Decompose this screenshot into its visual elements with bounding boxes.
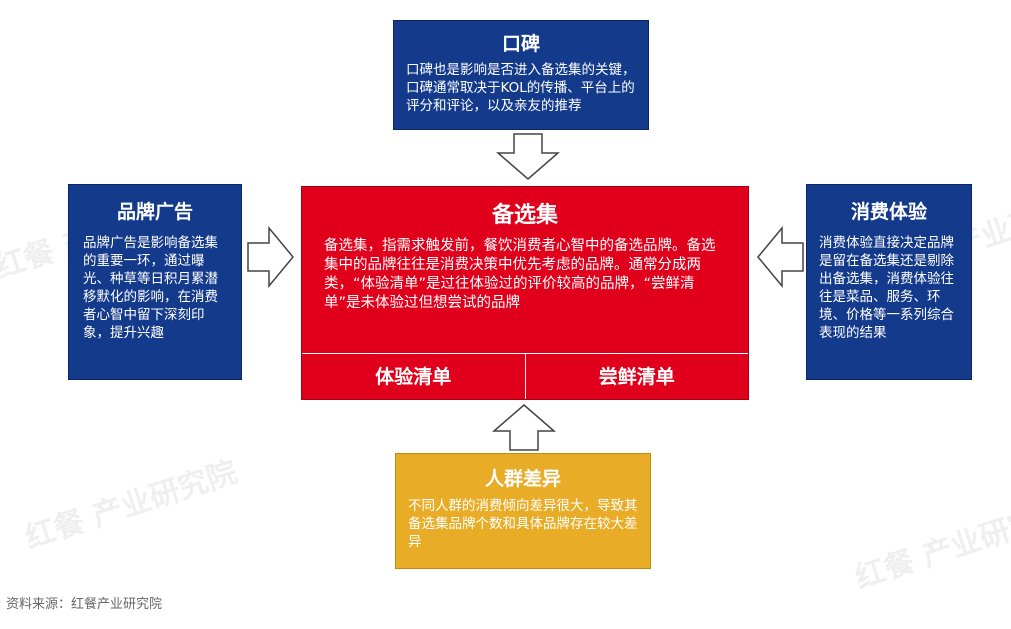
consumption-experience-box: 消费体验 消费体验直接决定品牌是留在备选集还是剔除出备选集，消费体验往往是菜品、… <box>806 184 972 380</box>
word-of-mouth-text: 口碑也是影响是否进入备选集的关键，口碑通常取决于KOL的传播、平台上的评分和评论… <box>406 62 636 114</box>
consideration-set-text: 备选集，指需求触发前，餐饮消费者心智中的备选品牌。备选集中的品牌往往是消费决策中… <box>324 238 716 311</box>
experienced-list-label: 体验清单 <box>302 354 526 399</box>
brand-ad-box: 品牌广告 品牌广告是影响备选集的重要一环，通过曝光、种草等日积月累潜移默化的影响… <box>68 184 242 380</box>
down-arrow-icon <box>496 133 560 180</box>
left-arrow-icon <box>757 226 804 288</box>
list-row: 体验清单 尝鲜清单 <box>302 353 748 399</box>
brand-ad-text: 品牌广告是影响备选集的重要一环，通过曝光、种草等日积月累潜移默化的影响，在消费者… <box>83 235 218 341</box>
consumption-experience-title: 消费体验 <box>850 201 927 223</box>
brand-ad-title: 品牌广告 <box>116 201 193 223</box>
word-of-mouth-title: 口碑 <box>501 33 540 55</box>
demographic-difference-title: 人群差异 <box>484 468 561 490</box>
consumption-experience-text: 消费体验直接决定品牌是留在备选集还是剔除出备选集，消费体验往往是菜品、服务、环境… <box>819 235 954 341</box>
source-note: 资料来源：红餐产业研究院 <box>6 597 163 612</box>
consideration-set-box: 备选集 备选集，指需求触发前，餐饮消费者心智中的备选品牌。备选集中的品牌往往是消… <box>301 186 749 400</box>
up-arrow-icon <box>492 404 556 451</box>
demographic-difference-text: 不同人群的消费倾向差异很大，导致其备选集品牌个数和具体品牌存在较大差异 <box>408 498 638 550</box>
watermark: 红餐 产业研究院 <box>21 454 242 557</box>
demographic-difference-box: 人群差异 不同人群的消费倾向差异很大，导致其备选集品牌个数和具体品牌存在较大差异 <box>395 453 651 569</box>
consideration-set-title: 备选集 <box>491 203 558 228</box>
try-new-list-label: 尝鲜清单 <box>598 366 675 388</box>
right-arrow-icon <box>247 226 294 288</box>
word-of-mouth-box: 口碑 口碑也是影响是否进入备选集的关键，口碑通常取决于KOL的传播、平台上的评分… <box>393 20 649 130</box>
watermark: 红餐 产业研究院 <box>851 494 1011 597</box>
